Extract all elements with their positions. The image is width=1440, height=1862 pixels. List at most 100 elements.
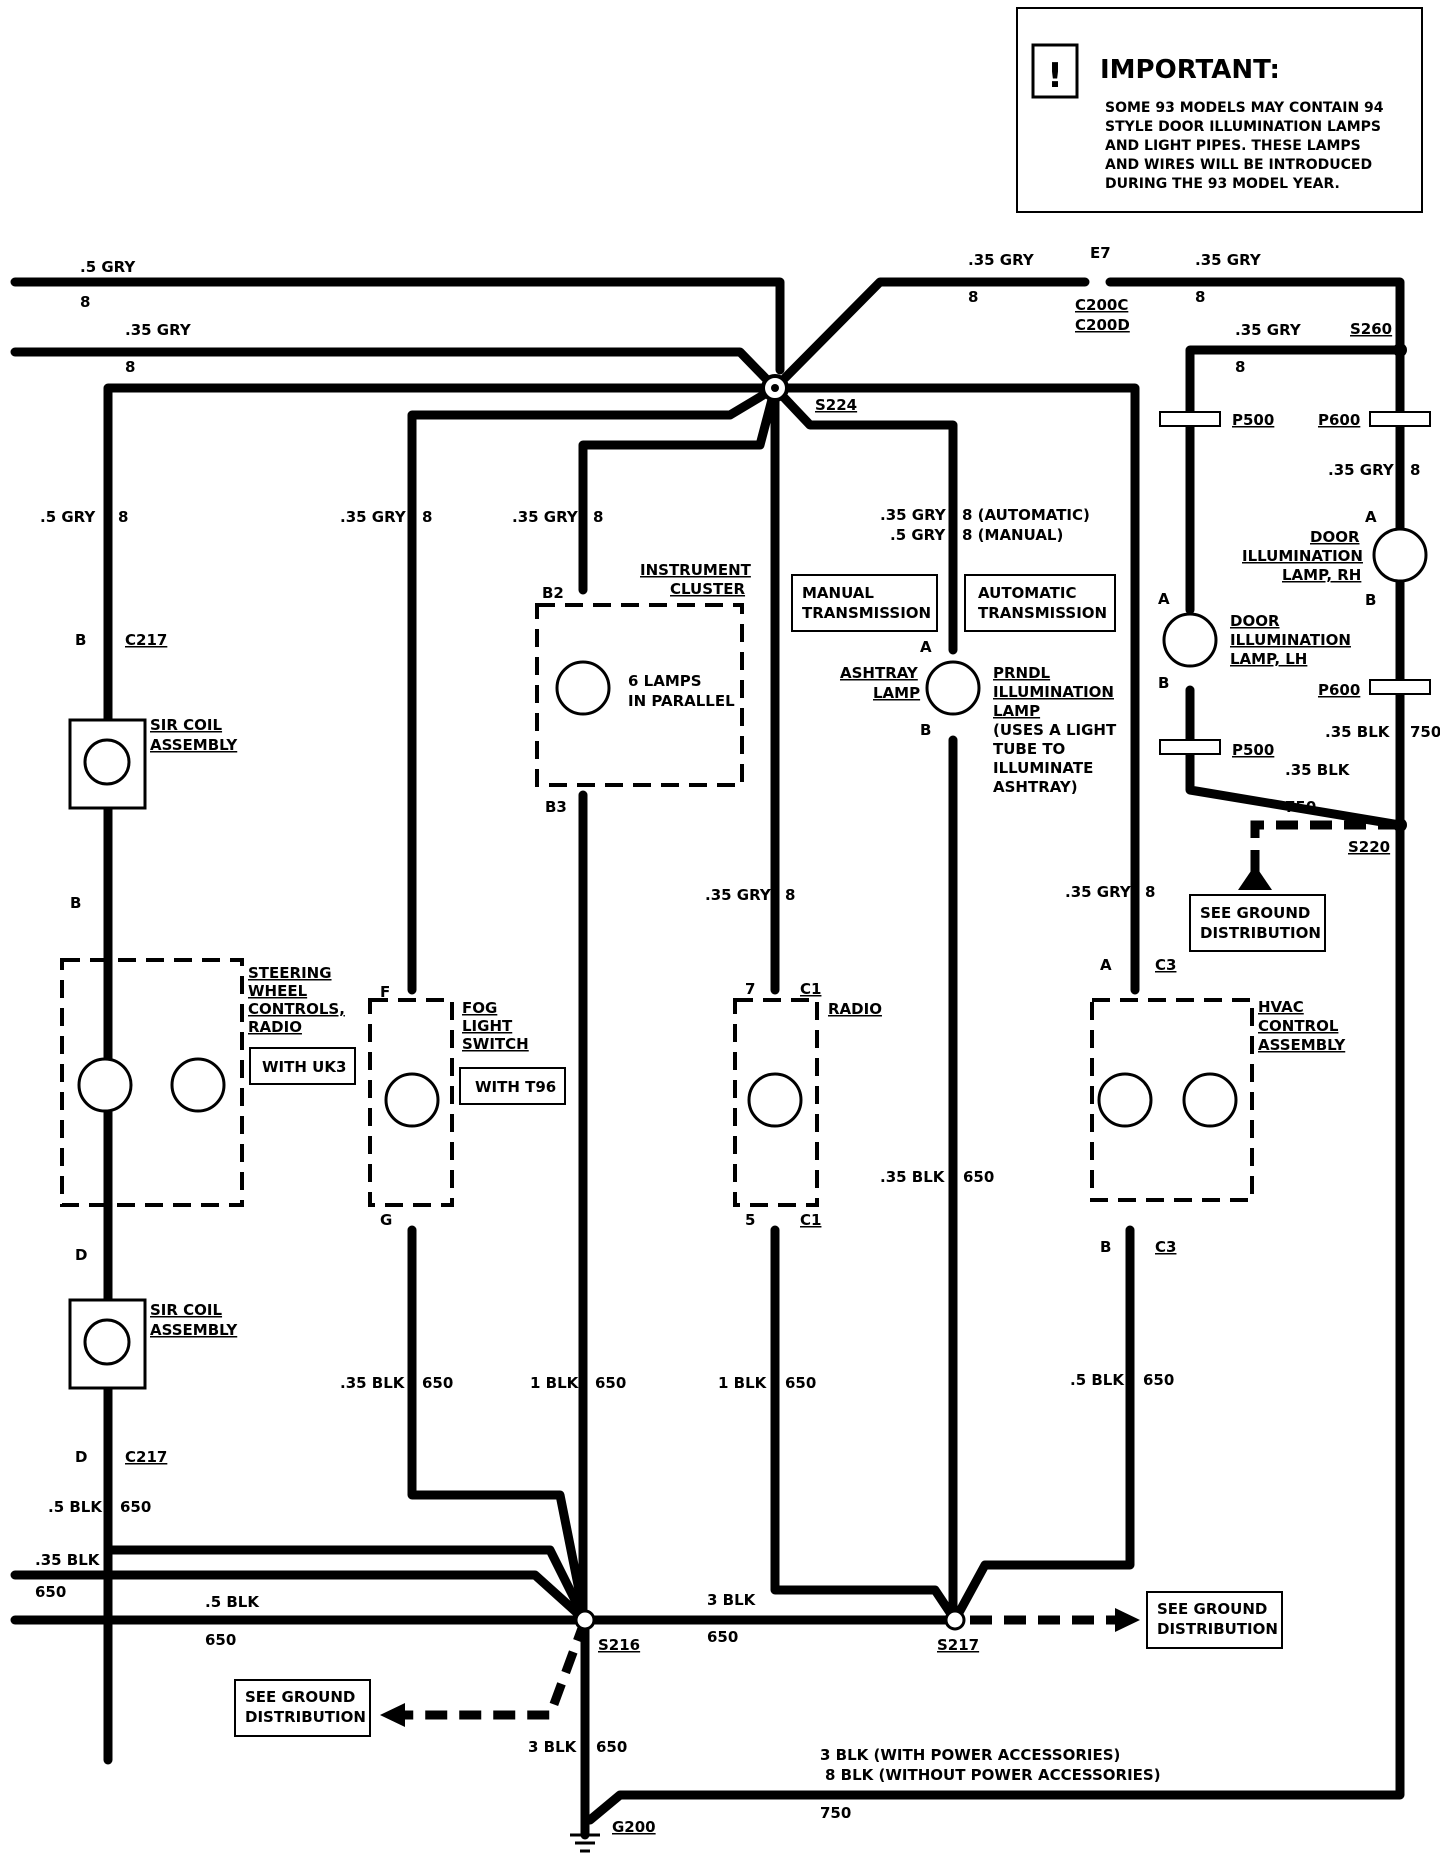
component-label: SIR COIL xyxy=(150,1301,222,1319)
option-label: WITH T96 xyxy=(475,1078,556,1096)
circuit-number: 750 xyxy=(1285,798,1316,816)
component-label: FOG xyxy=(462,999,497,1017)
component-label: CLUSTER xyxy=(670,580,745,598)
component-label: LAMP xyxy=(993,702,1040,720)
circuit-number: 8 xyxy=(968,288,978,306)
connector-label: C200D xyxy=(1075,316,1130,334)
wire-note: 8 BLK (WITHOUT POWER ACCESSORIES) xyxy=(825,1766,1161,1784)
wire-color: .35 GRY xyxy=(512,508,579,526)
connector-label: C200C xyxy=(1075,296,1128,314)
component-label: TRANSMISSION xyxy=(978,604,1107,622)
wire-color: .35 GRY xyxy=(705,886,772,904)
component-label: DOOR xyxy=(1310,528,1360,546)
wire-color: .5 BLK xyxy=(48,1498,103,1516)
connector-shape xyxy=(1369,411,1431,427)
splice-label: S220 xyxy=(1348,838,1390,856)
circuit-number: 8 xyxy=(125,358,135,376)
coil-icon xyxy=(83,738,131,786)
lamp-icon xyxy=(77,1057,133,1113)
important-note: ! IMPORTANT: SOME 93 MODELS MAY CONTAIN … xyxy=(1016,7,1423,213)
pin-label: A xyxy=(1158,590,1170,608)
circuit-number: 650 xyxy=(595,1374,626,1392)
component-label: LIGHT xyxy=(462,1017,513,1035)
wire-color: .35 BLK xyxy=(340,1374,406,1392)
connector-label: C3 xyxy=(1155,1238,1176,1256)
splice-label: S260 xyxy=(1350,320,1392,338)
circuit-number: 650 xyxy=(707,1628,738,1646)
ground-symbol xyxy=(570,1833,600,1853)
wire-color: 3 BLK xyxy=(707,1591,757,1609)
wire-color: .5 BLK xyxy=(205,1593,260,1611)
exclamation-icon xyxy=(1031,43,1079,99)
pin-label: 5 xyxy=(745,1211,755,1229)
important-line: AND LIGHT PIPES. THESE LAMPS xyxy=(1105,138,1361,154)
pin-label: A xyxy=(1365,508,1377,526)
circuit-number: 8 xyxy=(1195,288,1205,306)
component-label: MANUAL xyxy=(802,584,874,602)
pin-label: D xyxy=(75,1246,87,1264)
ground-dist-box xyxy=(1189,894,1326,952)
ground-note: SEE GROUND xyxy=(245,1688,355,1706)
pin-label: A xyxy=(1100,956,1112,974)
component-label: IN PARALLEL xyxy=(628,692,735,710)
circuit-number: 750 xyxy=(1410,723,1440,741)
connector-label: C1 xyxy=(800,980,821,998)
component-label: LAMP xyxy=(873,684,920,702)
component-boxes xyxy=(60,411,1431,1737)
labels: .5 GRY 8 .35 GRY 8 .35 GRY 8 E7 C200C C2… xyxy=(35,244,1440,1836)
circuit-number: 8 xyxy=(593,508,603,526)
connector-shape xyxy=(1159,739,1221,755)
wire-color: .35 GRY xyxy=(340,508,407,526)
pin-label: B xyxy=(75,631,86,649)
component-label: ILLUMINATION xyxy=(1230,631,1351,649)
pin-label: D xyxy=(75,1448,87,1466)
lamp-icon xyxy=(555,660,611,716)
wire-color: .35 GRY xyxy=(880,506,947,524)
component-label: RADIO xyxy=(828,1000,882,1018)
lamp-icon xyxy=(1182,1072,1238,1128)
ground-note: DISTRIBUTION xyxy=(245,1708,366,1726)
with-uk3-box xyxy=(249,1047,356,1085)
svg-text:!: ! xyxy=(1047,56,1063,96)
ground-note: DISTRIBUTION xyxy=(1157,1620,1278,1638)
pin-label: B3 xyxy=(545,798,567,816)
component-label: ASHTRAY xyxy=(840,664,919,682)
coil-icon xyxy=(83,1318,131,1366)
ground-link xyxy=(400,1618,590,1720)
wire-color: .5 GRY xyxy=(890,526,946,544)
component-label: PRNDL xyxy=(993,664,1051,682)
pin-label: G xyxy=(380,1211,392,1229)
connector-label: P500 xyxy=(1232,741,1274,759)
radio-box xyxy=(733,998,819,1207)
pin-label: B xyxy=(1158,674,1169,692)
component-label: AUTOMATIC xyxy=(978,584,1077,602)
connector-label: C1 xyxy=(800,1211,821,1229)
circuit-number: 8 xyxy=(422,508,432,526)
ground-dist-box xyxy=(234,1679,371,1737)
wire-color: .35 BLK xyxy=(1325,723,1391,741)
component-label: STEERING xyxy=(248,964,332,982)
component-label: TUBE TO xyxy=(993,740,1065,758)
pin-label: F xyxy=(380,983,390,1001)
auto-trans-box xyxy=(964,574,1116,632)
circuit-number: 8 xyxy=(1145,883,1155,901)
wire-color: .35 BLK xyxy=(35,1551,101,1569)
ground-note: SEE GROUND xyxy=(1157,1600,1267,1618)
component-label: (USES A LIGHT xyxy=(993,721,1117,739)
component-label: HVAC xyxy=(1258,998,1304,1016)
wire-color: .35 GRY xyxy=(1065,883,1132,901)
ground-link xyxy=(1250,820,1400,875)
circuit-number: 650 xyxy=(963,1168,994,1186)
connector-shape xyxy=(1159,411,1221,427)
option-label: WITH UK3 xyxy=(262,1058,346,1076)
lamp-icon xyxy=(384,1072,440,1128)
component-label: WHEEL xyxy=(248,982,308,1000)
important-title: IMPORTANT: xyxy=(1100,55,1280,85)
ground-note: DISTRIBUTION xyxy=(1200,924,1321,942)
component-label: SWITCH xyxy=(462,1035,529,1053)
lamp-icon xyxy=(170,1057,226,1113)
important-line: STYLE DOOR ILLUMINATION LAMPS xyxy=(1105,119,1381,135)
wires xyxy=(10,277,1405,1840)
wire-color: .35 BLK xyxy=(1285,761,1351,779)
